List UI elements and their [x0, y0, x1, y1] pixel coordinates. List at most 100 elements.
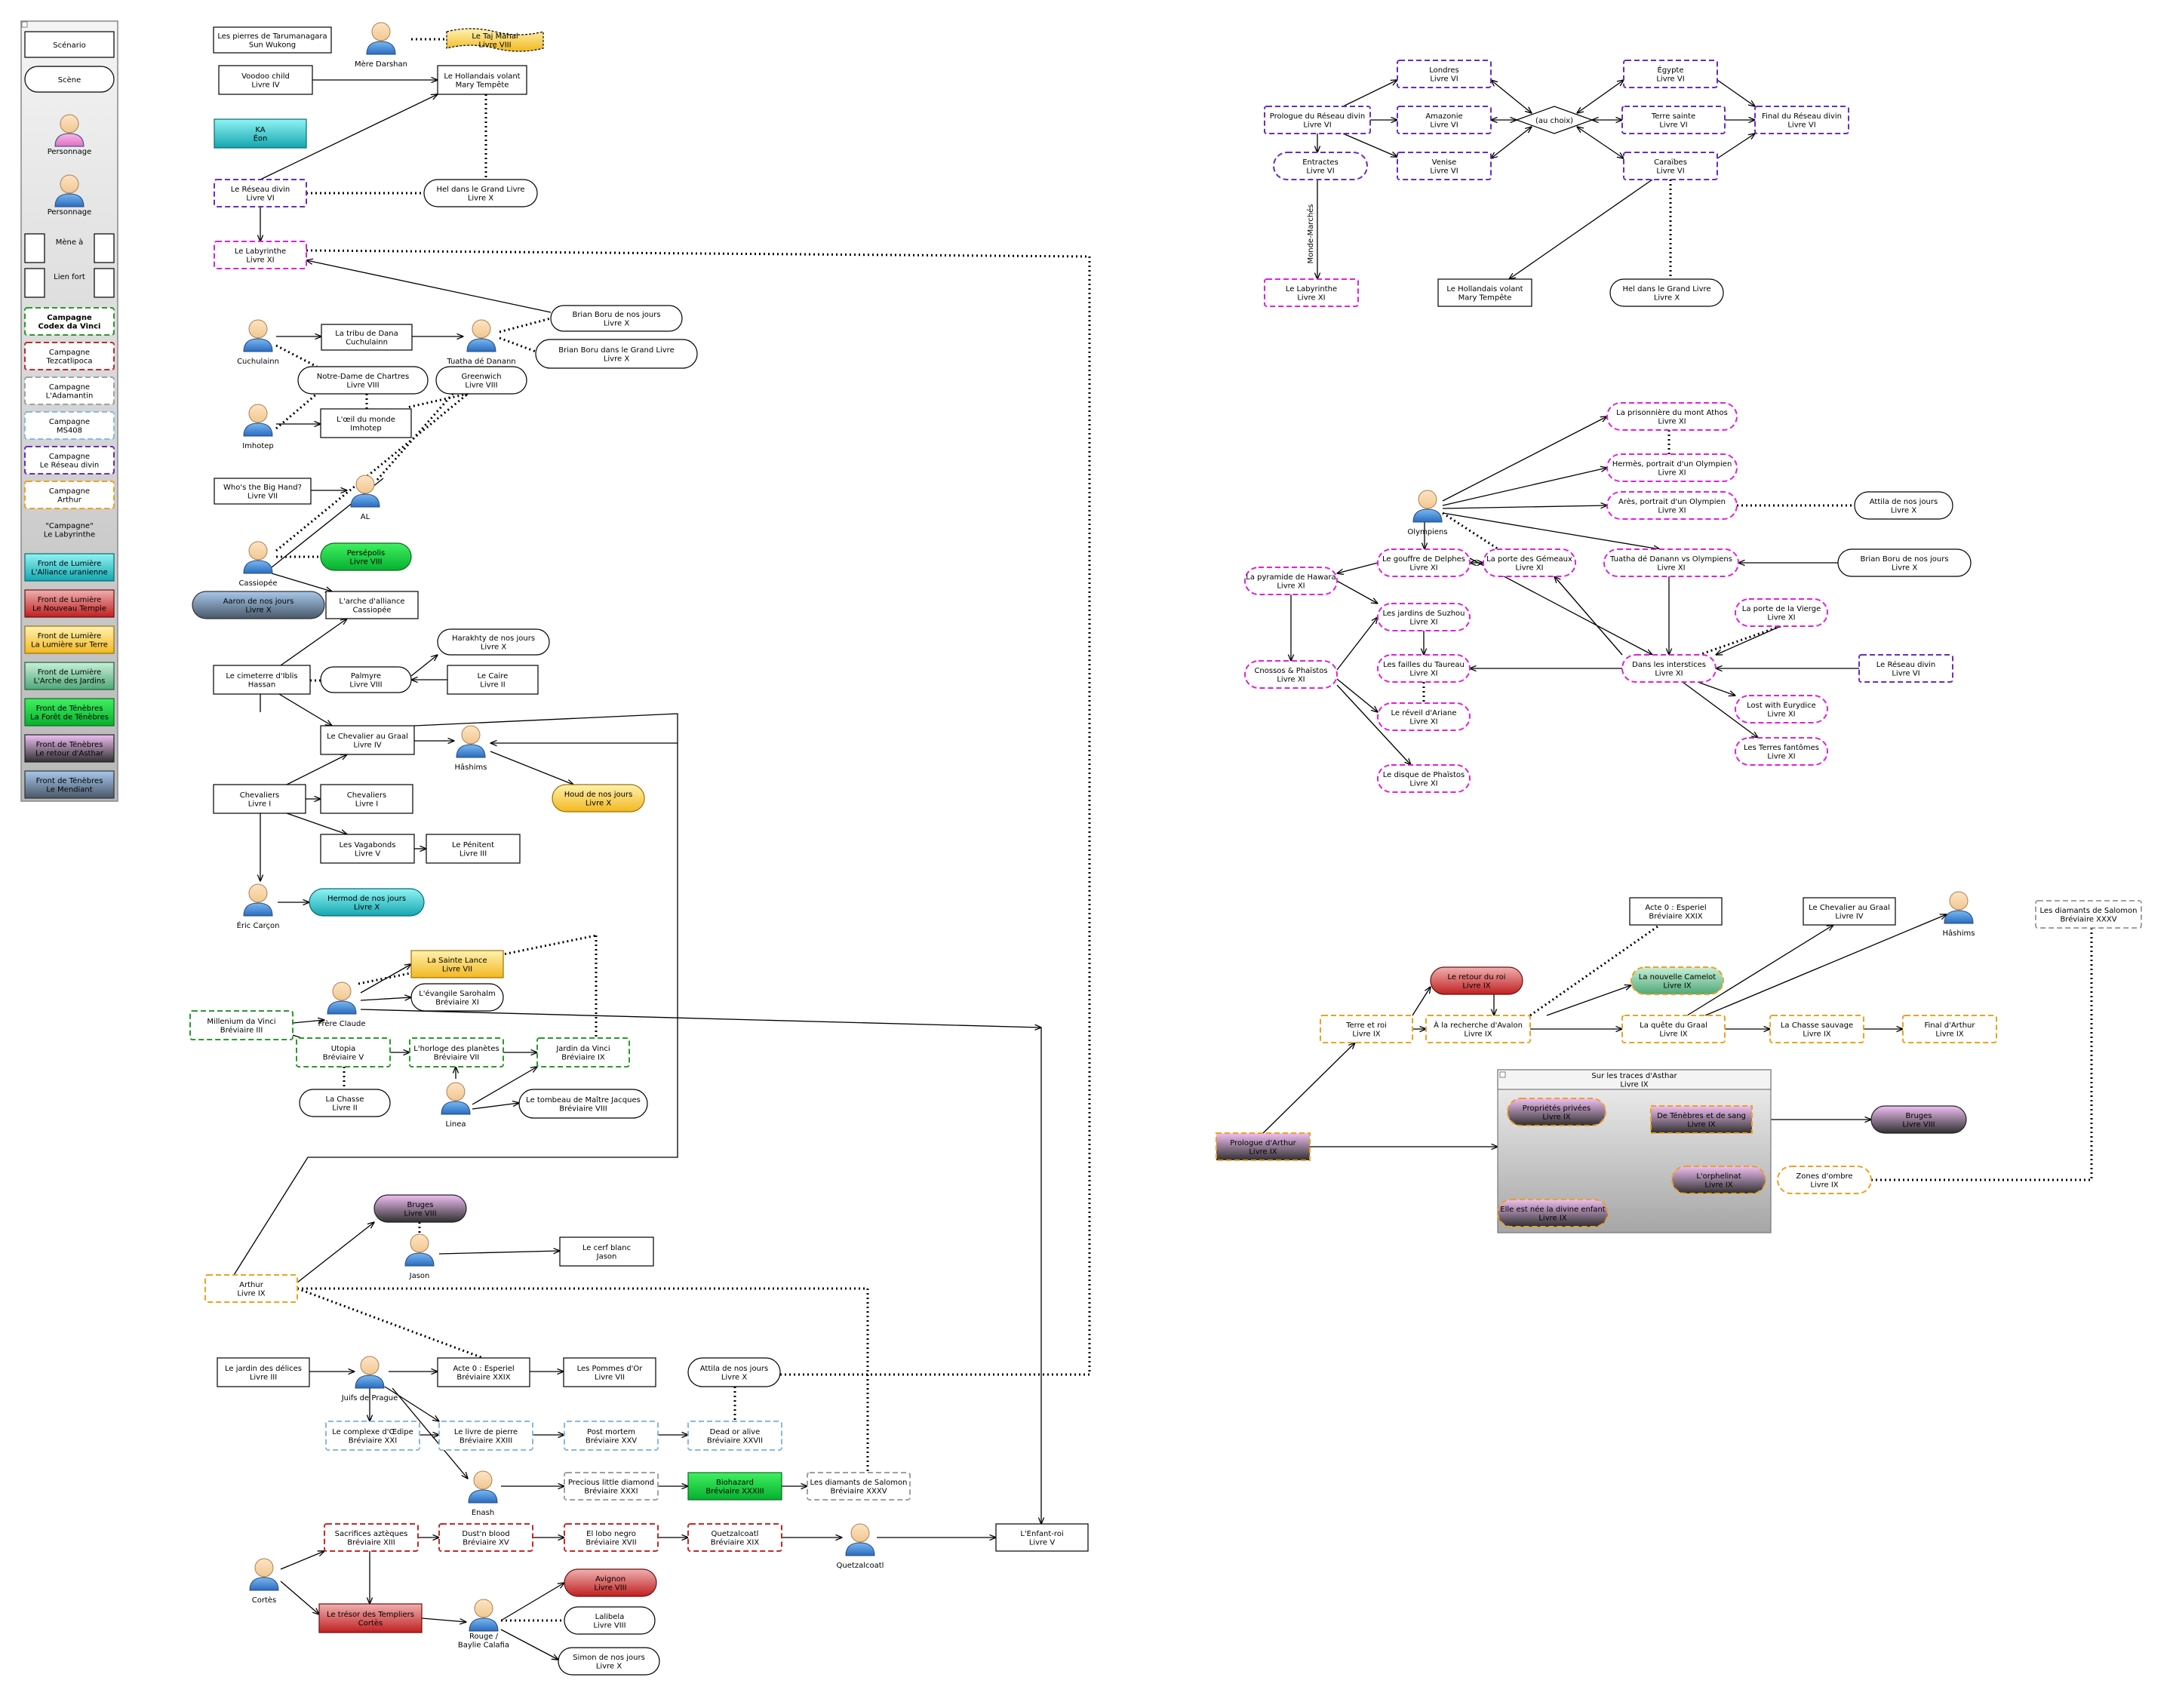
person-icon[interactable]: Linea	[441, 1082, 471, 1129]
person-icon[interactable]: Jason	[404, 1233, 435, 1280]
choice-diamond[interactable]: (au choix)	[1515, 106, 1594, 134]
person-icon[interactable]: Olympiens	[1407, 490, 1448, 536]
person-icon[interactable]: Hâshims	[455, 725, 487, 772]
person-icon[interactable]: Cassiopée	[238, 541, 278, 588]
person-icon[interactable]: AL	[350, 475, 380, 521]
person-icon[interactable]: Mère Darshan	[355, 22, 407, 69]
person-icon[interactable]	[54, 174, 85, 207]
person-icon[interactable]: Cuchulainn	[237, 319, 279, 366]
person-icon[interactable]: Imhotep	[242, 404, 274, 450]
person-icon[interactable]: Éric Carçon	[237, 883, 280, 930]
person-icon[interactable]: Tuatha dé Danann	[446, 319, 516, 366]
person-icon[interactable]: Juifs de Prague	[341, 1356, 398, 1402]
person-icon[interactable]: Frère Claude	[318, 981, 366, 1028]
person-icon[interactable]: Enash	[468, 1470, 498, 1517]
person-icon[interactable]: Quetzalcoatl	[837, 1523, 884, 1570]
person-icon[interactable]: Rouge /Baylie Calafia	[458, 1599, 509, 1650]
legend-collapse-button[interactable]	[21, 21, 28, 28]
person-icon[interactable]: Cortès	[249, 1558, 279, 1605]
person-icon[interactable]	[54, 114, 85, 147]
